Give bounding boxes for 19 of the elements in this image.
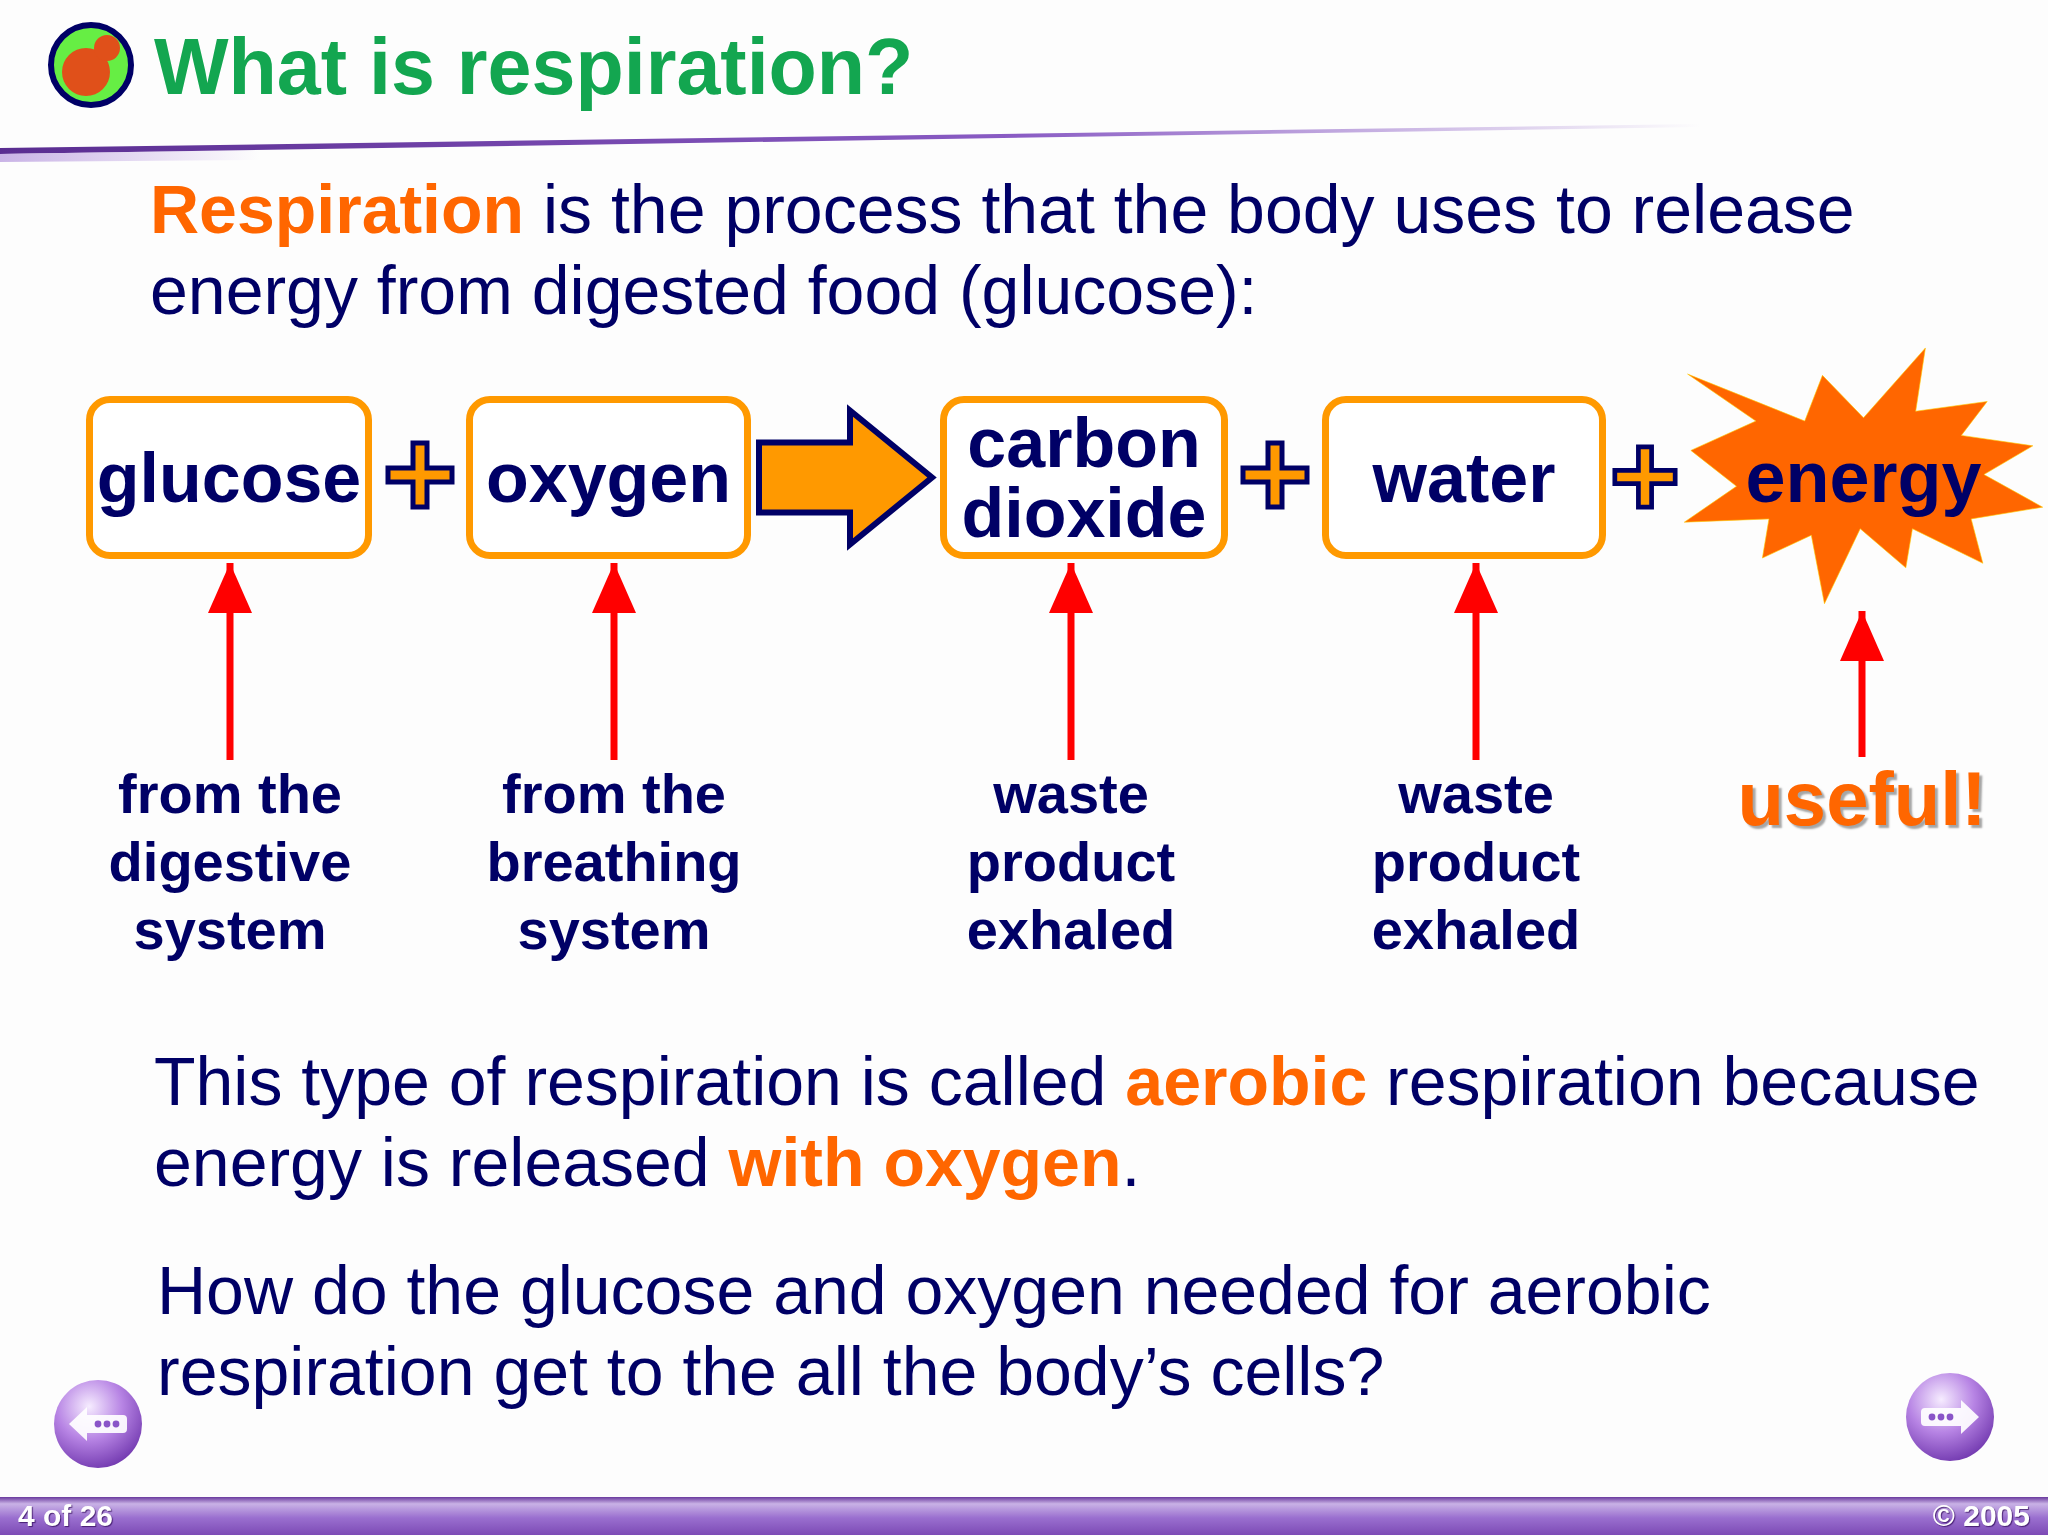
caption-text: from the digestive system: [103, 760, 357, 964]
caption-text: from the breathing system: [481, 760, 747, 964]
caption-text: useful!: [1732, 757, 1992, 841]
slide-title: What is respiration?: [154, 21, 914, 113]
page-number: 4 of 26: [18, 1499, 114, 1532]
starburst: [1681, 346, 2046, 607]
process-box: [466, 396, 751, 559]
process-box: [1322, 396, 1606, 559]
intro-paragraph: Respiration is the process that the body uses to release energy from digested food (glucose):: [150, 170, 1856, 330]
caption-text: waste product exhaled: [961, 760, 1181, 964]
node-label: water: [1372, 442, 1556, 513]
explanation-paragraph: This type of respiration is called aerobic respiration because energy is released with oxygen.: [154, 1042, 1981, 1202]
process-box: [86, 396, 372, 559]
node-label: carbon dioxide: [961, 407, 1207, 548]
copyright-notice: © 2005: [1932, 1499, 2030, 1532]
question-paragraph: How do the glucose and oxygen needed for aerobic respiration get to the all the body’s cells?: [157, 1251, 1712, 1411]
block-arrow: [756, 404, 937, 551]
process-box: [940, 396, 1228, 559]
caption-text: waste product exhaled: [1366, 760, 1586, 964]
